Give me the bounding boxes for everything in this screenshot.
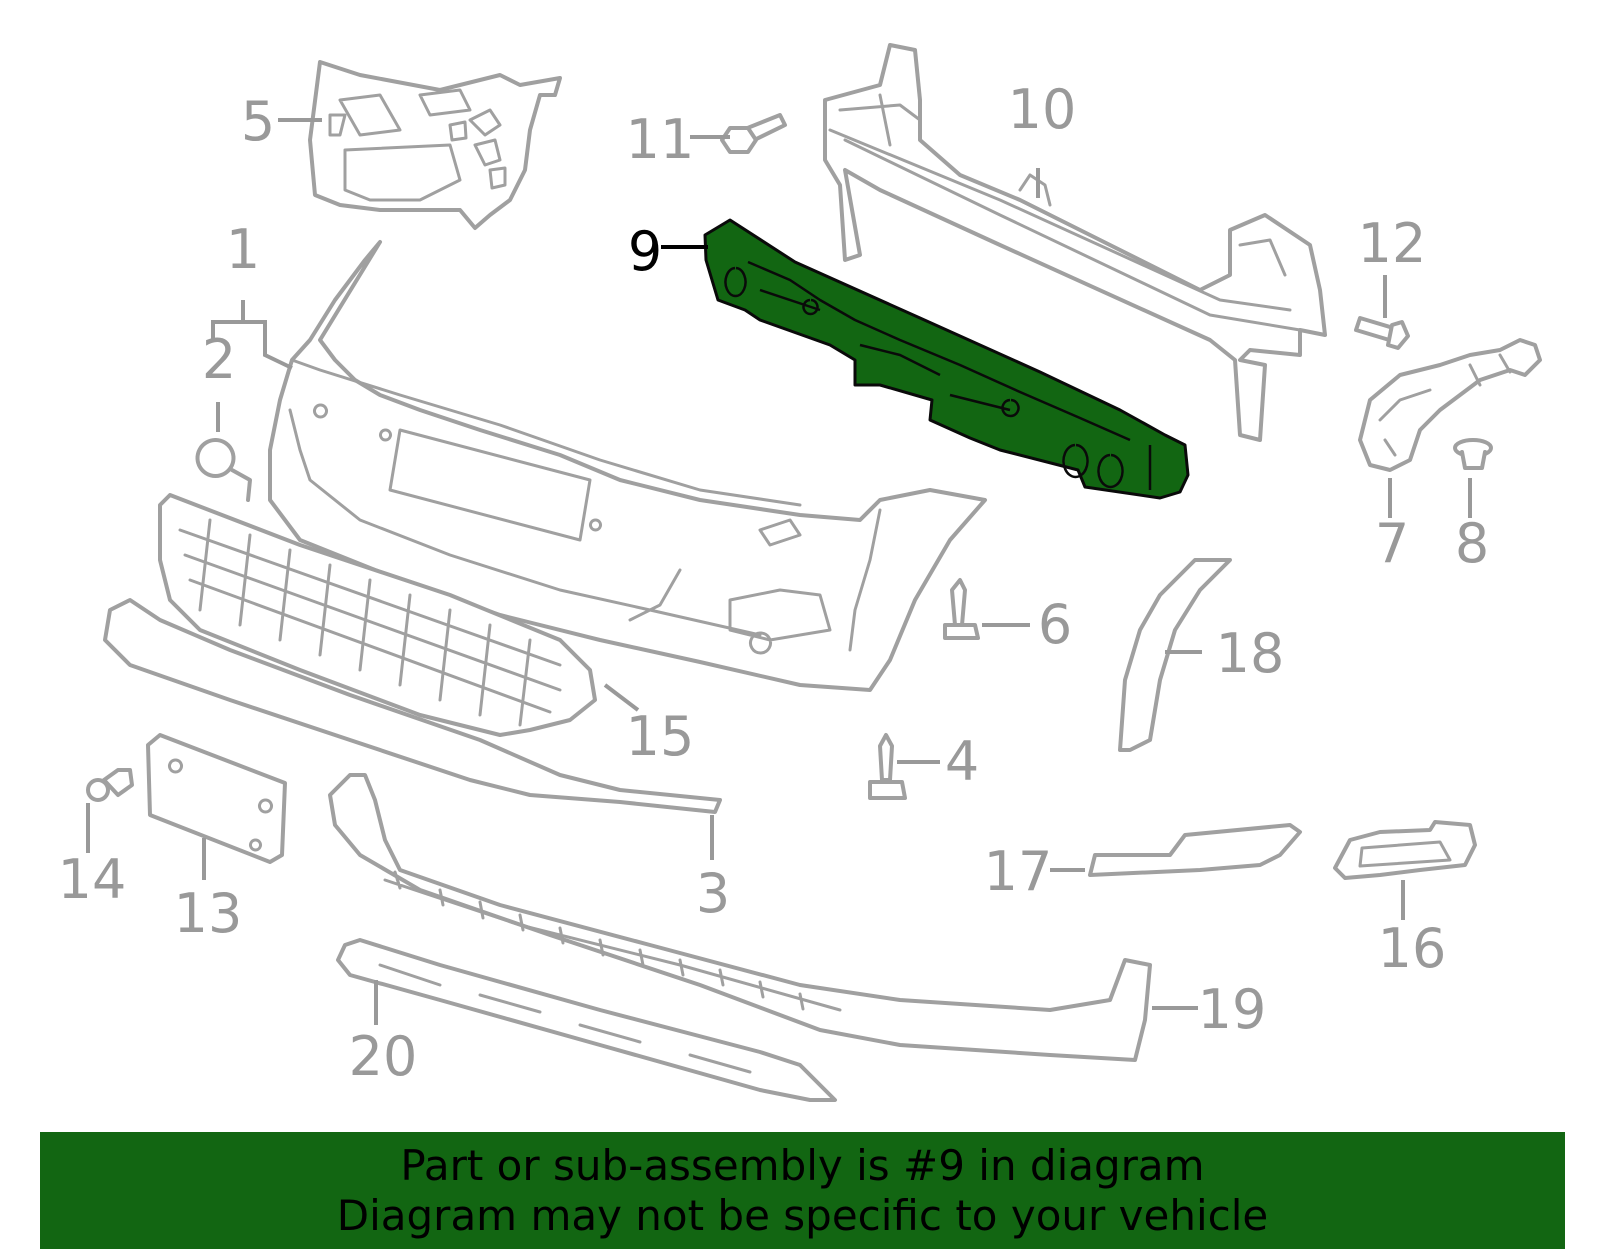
- callout-19: 19: [1198, 978, 1267, 1041]
- banner-line-2: Diagram may not be specific to your vehi…: [336, 1190, 1269, 1240]
- part-6-screw: [943, 578, 980, 640]
- callout-13: 13: [174, 882, 243, 945]
- banner-line-1: Part or sub-assembly is #9 in diagram: [400, 1140, 1205, 1190]
- callout-14: 14: [58, 848, 127, 911]
- callout-17: 17: [984, 840, 1053, 903]
- callout-5: 5: [241, 90, 275, 153]
- callout-2: 2: [202, 328, 236, 391]
- part-8-clip: [1453, 438, 1493, 470]
- callout-1: 1: [226, 218, 260, 281]
- part-12-bolt: [1354, 316, 1410, 350]
- callout-8: 8: [1455, 512, 1489, 575]
- part-7-bracket: [1358, 338, 1542, 472]
- callout-16: 16: [1378, 917, 1447, 980]
- callout-4: 4: [945, 730, 979, 793]
- callout-18: 18: [1216, 622, 1285, 685]
- part-9-energy-absorber: [703, 218, 1190, 500]
- part-20-skid-plate: [336, 938, 837, 1102]
- part-3-trim-strip: [103, 598, 722, 814]
- part-4-screw: [868, 733, 907, 800]
- part-14-push-pin: [86, 768, 134, 802]
- part-19-lower-valance: [328, 773, 1152, 1062]
- info-banner: Part or sub-assembly is #9 in diagram Di…: [40, 1132, 1565, 1249]
- callout-7: 7: [1375, 512, 1409, 575]
- leader-lines: [86, 118, 1472, 1025]
- callout-9: 9: [628, 220, 662, 283]
- part-18-arch-trim: [1118, 558, 1232, 752]
- part-17-chrome-trim: [1088, 823, 1302, 877]
- part-1-bumper-cover: [268, 240, 987, 692]
- callout-labels: 1 2 3 4 5 6 7 8 9 10 11 12 13 14 15 16 1…: [58, 78, 1490, 1088]
- callout-12: 12: [1358, 212, 1427, 275]
- part-16-fog-bezel: [1333, 820, 1477, 880]
- callout-10: 10: [1008, 78, 1077, 141]
- callout-3: 3: [696, 862, 730, 925]
- callout-15: 15: [626, 705, 695, 768]
- callout-11: 11: [626, 108, 695, 171]
- callout-20: 20: [349, 1025, 418, 1088]
- part-2-cap: [195, 438, 252, 502]
- part-13-plate-bracket: [146, 733, 287, 864]
- part-5-bracket: [308, 60, 562, 230]
- part-11-bolt: [720, 113, 787, 154]
- callout-6: 6: [1038, 593, 1072, 656]
- part-15-grille: [158, 493, 597, 737]
